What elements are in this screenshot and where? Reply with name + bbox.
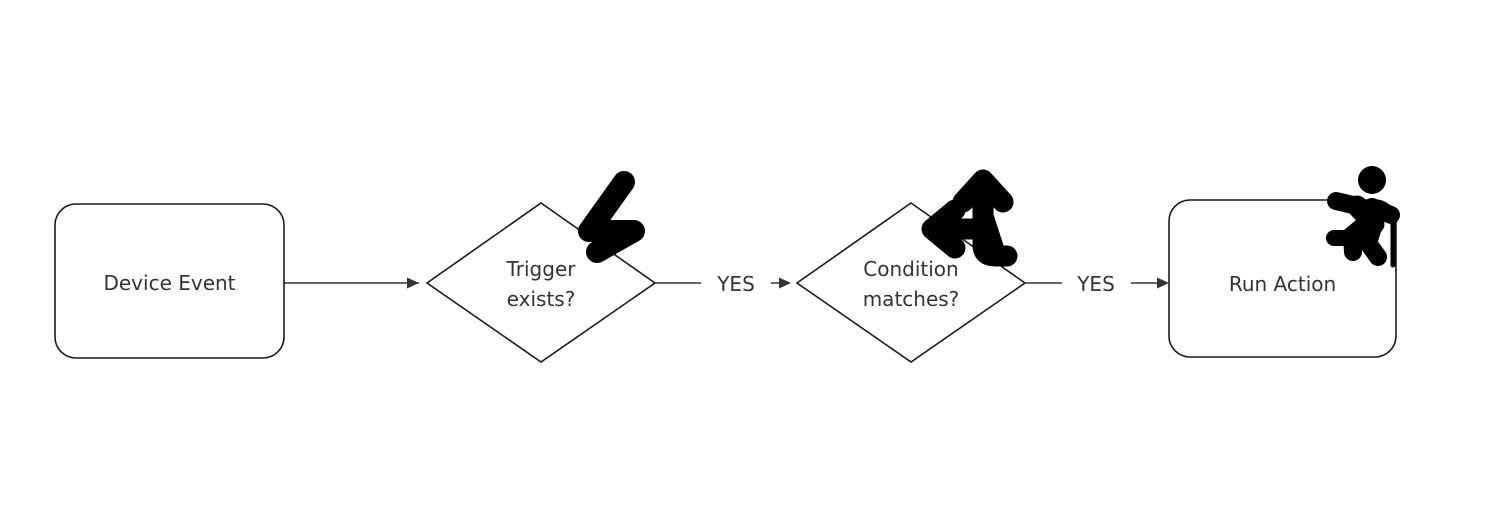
condition-matches-label-line2: matches? (863, 287, 960, 311)
edge-2-arrowhead-icon (779, 277, 791, 289)
edge-3-arrowhead-icon (1157, 277, 1169, 289)
device-event-label: Device Event (103, 271, 235, 295)
node-trigger-exists[interactable]: Trigger exists? (425, 202, 657, 363)
condition-matches-label-line1: Condition (863, 257, 958, 281)
edge-device-event-to-trigger (284, 277, 419, 289)
branch-left-arrowhead-icon (921, 199, 966, 259)
trigger-exists-label-line2: exists? (507, 287, 576, 311)
trigger-exists-label-line1: Trigger (506, 257, 577, 281)
trigger-exists-diamond[interactable] (425, 202, 657, 363)
edge-condition-to-run-action: YES (1025, 272, 1169, 296)
running-person-icon (1326, 166, 1400, 268)
edge-3-label-yes: YES (1076, 272, 1115, 296)
running-person-arm-back (1327, 192, 1366, 215)
edge-1-arrowhead-icon (407, 277, 419, 289)
running-person-arm-front (1363, 198, 1400, 224)
branch-up-arrowhead-icon (952, 169, 1014, 213)
run-action-label: Run Action (1229, 272, 1336, 296)
node-condition-matches[interactable]: Condition matches? (795, 202, 1027, 363)
lightning-bolt-glyph (578, 171, 645, 263)
branch-arrows-icon (921, 169, 1018, 267)
lightning-bolt-icon (578, 171, 645, 263)
running-person-head (1358, 166, 1386, 194)
edge-2-label-yes: YES (716, 272, 755, 296)
node-device-event[interactable]: Device Event (54, 203, 285, 359)
edge-trigger-to-condition: YES (655, 272, 791, 296)
device-event-box[interactable] (54, 203, 285, 359)
